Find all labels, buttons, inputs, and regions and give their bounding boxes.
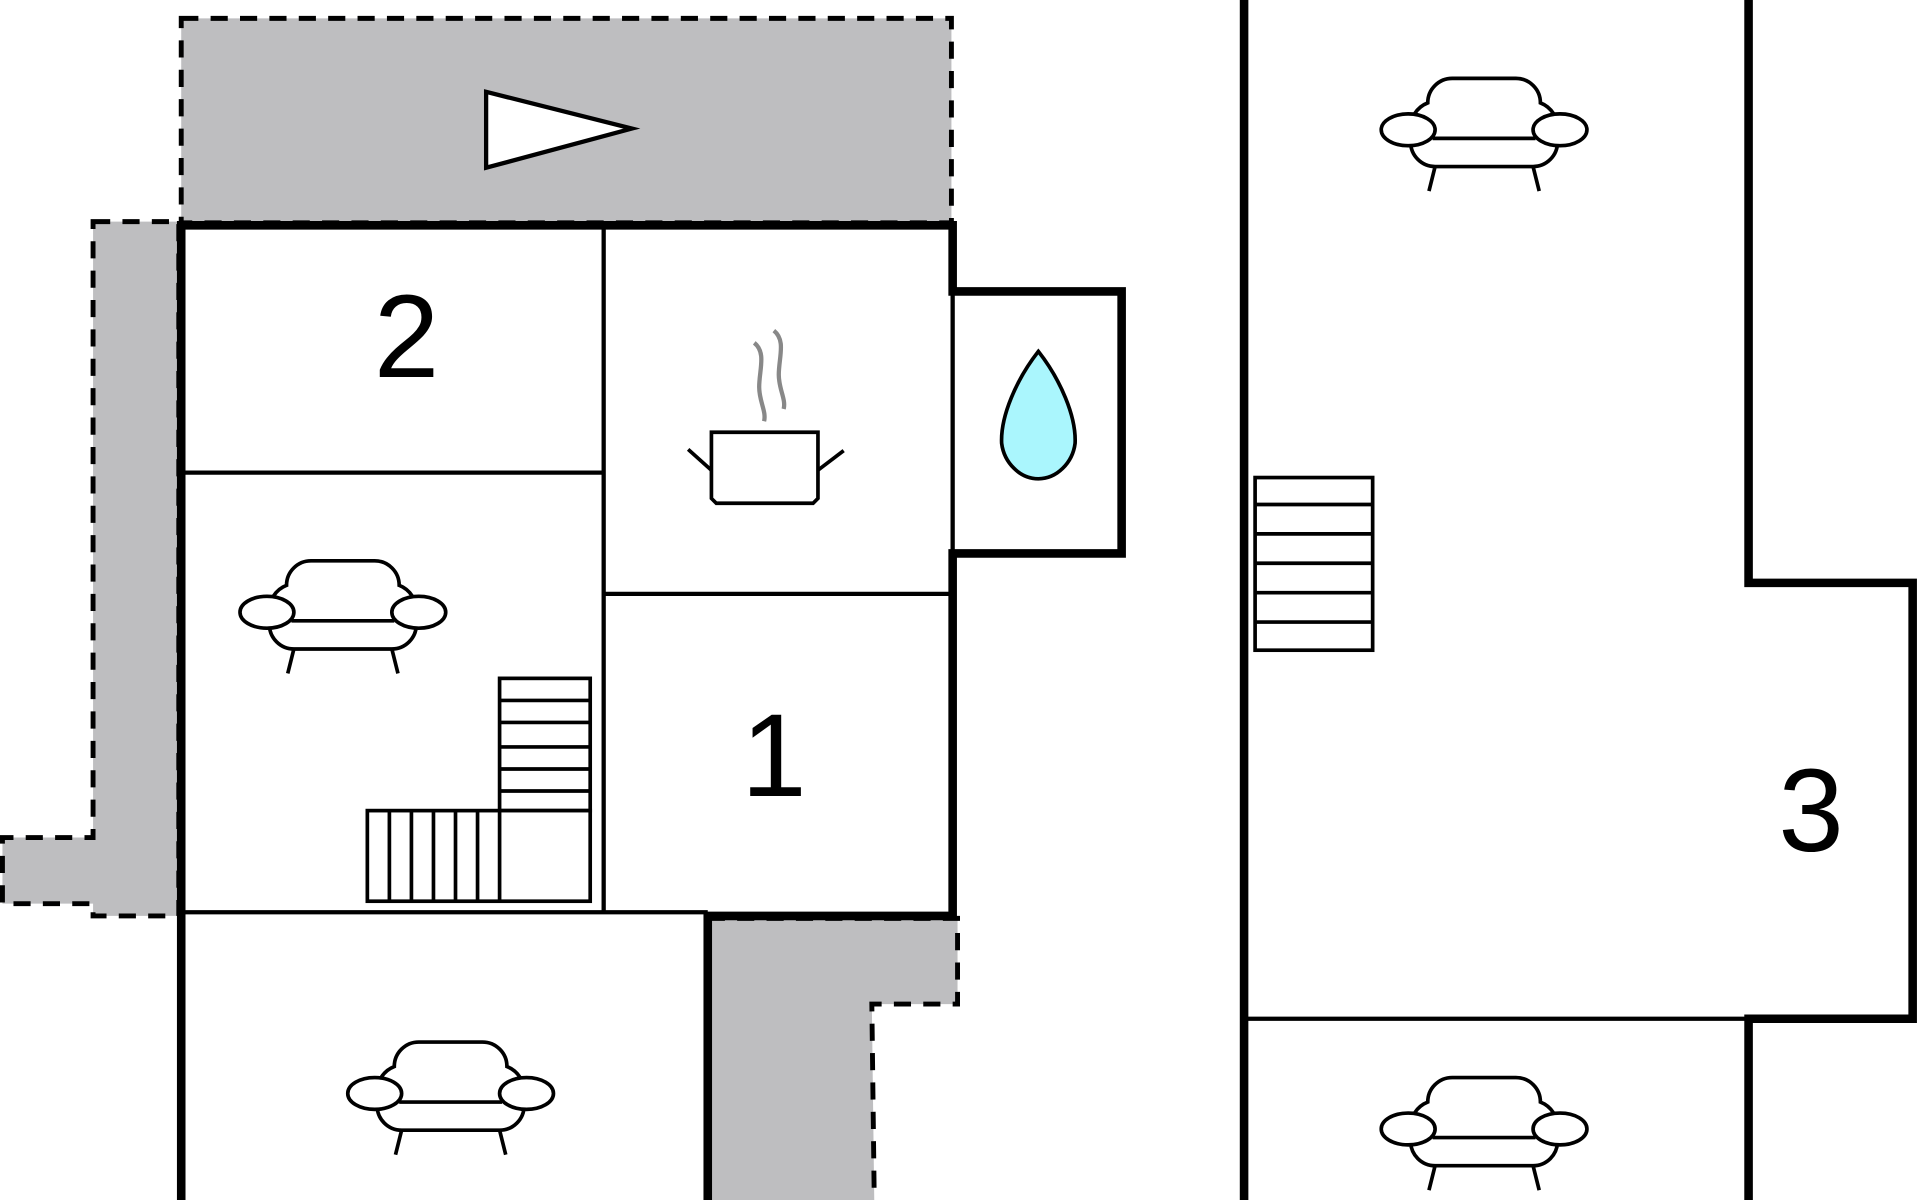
room-label-3: 3 [1778,745,1843,876]
sofa-icon [238,558,448,676]
terrace-left [0,219,182,919]
cooking-pot-icon [686,328,845,506]
building-right-walls [1239,0,1917,1200]
terrace-bottom [705,915,960,1200]
room-label-2: 2 [374,271,439,402]
sofa-icon [1379,1075,1589,1193]
sofa-icon [345,1040,556,1157]
direction-triangle-icon [483,89,641,171]
water-drop-icon [999,348,1077,481]
room-label-1: 1 [741,690,806,821]
stairs-icon [365,676,593,904]
building-left-walls [176,221,1126,1200]
stairs-icon [1253,475,1375,653]
sofa-icon [1379,76,1589,193]
